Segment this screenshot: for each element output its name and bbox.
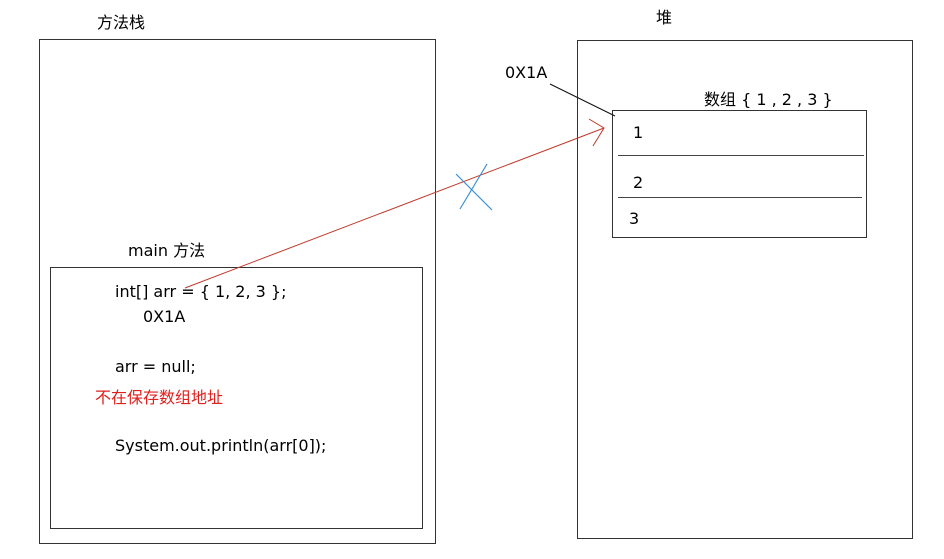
array-cell-2: 3: [629, 209, 640, 228]
code-print-element: System.out.println(arr[0]);: [115, 436, 327, 455]
heap-address-label: 0X1A: [505, 63, 548, 82]
heap-box: [577, 40, 913, 539]
code-array-address: 0X1A: [143, 307, 186, 326]
array-box: 1 2 3: [612, 110, 867, 238]
method-stack-title: 方法栈: [97, 13, 146, 32]
heap-title: 堆: [656, 8, 673, 27]
method-stack-box: [39, 39, 436, 544]
array-cell-divider-1: [618, 155, 864, 156]
cross-mark-stroke-2: [459, 163, 488, 210]
array-cell-0: 1: [633, 123, 644, 142]
code-declare-array: int[] arr = { 1, 2, 3 };: [115, 282, 287, 301]
array-cell-divider-2: [618, 197, 862, 198]
main-method-title: main 方法: [128, 241, 206, 260]
array-cell-1: 2: [633, 173, 644, 192]
cross-mark-stroke-1: [455, 173, 493, 211]
array-title: 数组 { 1 , 2 , 3 }: [704, 90, 833, 109]
note-no-longer-holds-address: 不在保存数组地址: [95, 388, 224, 407]
code-assign-null: arr = null;: [115, 357, 196, 376]
